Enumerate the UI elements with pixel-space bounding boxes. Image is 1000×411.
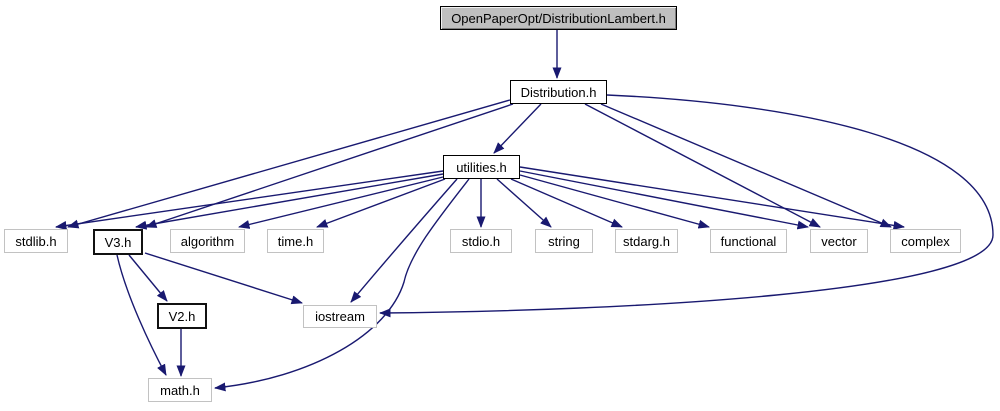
edge-utilities-to-functional xyxy=(519,174,710,229)
node-complex: complex xyxy=(890,229,961,253)
node-math: math.h xyxy=(148,378,212,402)
edge-utilities-to-string xyxy=(496,178,552,228)
edge-v3-to-math xyxy=(116,254,167,376)
node-v2[interactable]: V2.h xyxy=(157,303,207,329)
edge-v3-to-v2 xyxy=(128,254,168,302)
edge-utilities-to-complex xyxy=(519,166,905,230)
edge-utilities-to-v3 xyxy=(135,173,444,230)
node-distribution[interactable]: Distribution.h xyxy=(510,80,607,104)
edge-utilities-to-stdarg xyxy=(510,178,623,228)
edge-distribution-to-v3 xyxy=(145,103,514,228)
node-utilities[interactable]: utilities.h xyxy=(443,155,520,179)
edge-utilities-to-vector xyxy=(519,170,809,230)
edge-utilities-to-math xyxy=(214,178,470,392)
node-algorithm: algorithm xyxy=(170,229,245,253)
edge-distribution-to-stdlib xyxy=(67,99,511,229)
edge-utilities-to-time xyxy=(316,178,446,228)
edge-utilities-to-iostream xyxy=(350,178,458,303)
node-stdarg: stdarg.h xyxy=(615,229,678,253)
edge-utilities-to-stdlib xyxy=(55,170,444,230)
edge-distribution-to-utilities xyxy=(493,103,542,154)
node-v3[interactable]: V3.h xyxy=(93,229,143,255)
edge-distribution-to-complex xyxy=(600,103,892,228)
edge-v3-to-iostream xyxy=(144,252,303,305)
node-time: time.h xyxy=(267,229,324,253)
node-string: string xyxy=(535,229,593,253)
edge-distribution-to-iostream xyxy=(379,94,994,318)
edge-utilities-to-algorithm xyxy=(238,176,444,229)
node-vector: vector xyxy=(810,229,868,253)
node-functional: functional xyxy=(710,229,787,253)
edge-distribution-to-vector xyxy=(584,103,821,228)
node-stdlib: stdlib.h xyxy=(4,229,68,253)
node-iostream: iostream xyxy=(303,305,377,328)
node-lambert: OpenPaperOpt/DistributionLambert.h xyxy=(440,6,677,30)
node-stdio: stdio.h xyxy=(450,229,512,253)
